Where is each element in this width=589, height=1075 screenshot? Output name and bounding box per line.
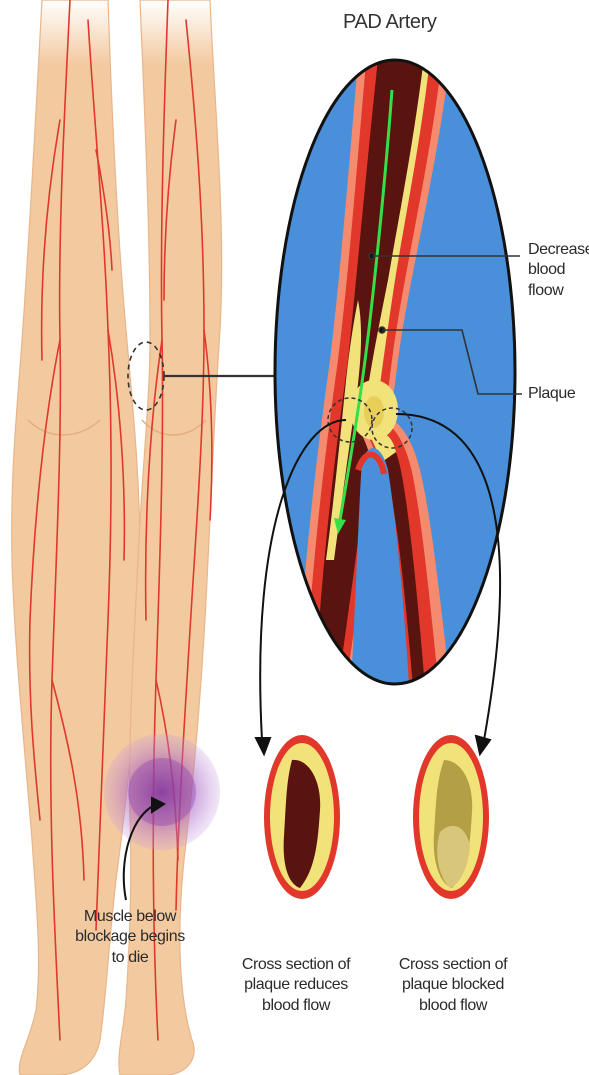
cross-section-reduced: [264, 735, 340, 899]
label-cross-section-reduces: Cross section of plaque reduces blood fl…: [238, 955, 354, 1016]
diagram-title: PAD Artery: [0, 10, 589, 36]
label-plaque: Plaque: [528, 384, 575, 404]
label-cross-section-blocked: Cross section of plaque blocked blood fl…: [395, 955, 511, 1016]
cross-section-blocked: [413, 735, 489, 899]
artery-magnifier: [275, 40, 515, 700]
label-muscle-dies: Muscle below blockage begins to die: [70, 907, 190, 968]
label-decreased-blood-flow: Decreased blood floow: [528, 240, 589, 301]
